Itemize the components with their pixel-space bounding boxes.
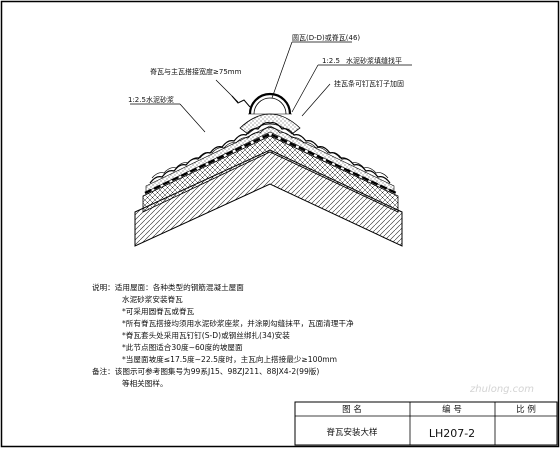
note-line-1: 说明：适用屋面：各种类型的钢筋混凝土屋面	[92, 282, 244, 292]
waterproof-membrane	[144, 132, 397, 195]
notes-block: 说明：适用屋面：各种类型的钢筋混凝土屋面 水泥砂浆安装脊瓦 *可采用圆脊瓦或脊瓦…	[92, 282, 354, 388]
ridge-mortar-bed	[239, 113, 301, 135]
title-block: 图 名 编 号 比 例 脊瓦安装大样 LH207-2	[294, 401, 558, 446]
leader-lines	[130, 41, 412, 133]
mortar-left-label: 1:2.5水泥砂浆	[128, 95, 174, 104]
note-line-8: 备注：该图示可参考图集号为99系J15、98ZJ211、88JX4-2(99版)	[92, 366, 319, 376]
note-line-5: *脊瓦套头处采用瓦钉钉(S-D)或钢丝绑扎(34)安装	[122, 330, 290, 340]
title-number-header: 编 号	[442, 404, 462, 415]
ridge-tile-label: 圆瓦(D-D)或脊瓦(46)	[292, 33, 360, 42]
note-line-4: *所有脊瓦搭接均须用水泥砂浆座浆，并涂刷勾缝抹平，瓦面清理干净	[122, 318, 354, 328]
title-name-header: 图 名	[342, 404, 362, 415]
drawing-number: LH207-2	[429, 427, 475, 440]
ridge-tile	[248, 92, 292, 115]
tiles-right-slope-inner	[267, 127, 389, 179]
note-line-2: 水泥砂浆安装脊瓦	[122, 294, 183, 304]
mortar-ratio-right: 1:2.5	[322, 57, 340, 65]
insulation-layer	[142, 135, 399, 213]
mortar-desc-right: 水泥砂浆填缝找平	[346, 56, 402, 65]
concrete-slab	[134, 149, 403, 247]
note-line-9: 等相关图样。	[122, 378, 168, 388]
nail-note-label: 挂瓦条可钉瓦钉子加固	[334, 79, 404, 88]
roof-section	[134, 92, 403, 247]
tiles-left-slope-inner	[151, 127, 273, 179]
drawing-name: 脊瓦安装大样	[326, 427, 378, 438]
watermark: zhulong.com	[469, 384, 534, 395]
overlap-note-label: 脊瓦与主瓦搭接宽度≥75mm	[150, 67, 242, 76]
overlap-dimension	[231, 95, 251, 108]
note-line-7: *当屋面坡度≤17.5度~22.5度时，主瓦向上搭接最少≥100mm	[122, 354, 337, 364]
note-line-3: *可采用圆脊瓦或脊瓦	[122, 306, 195, 316]
mortar-screed	[145, 125, 395, 193]
title-scale-header: 比 例	[516, 404, 536, 415]
ridge-tile-inner	[253, 97, 287, 115]
note-line-6: *此节点图适合30度~60度的坡屋面	[122, 342, 243, 352]
